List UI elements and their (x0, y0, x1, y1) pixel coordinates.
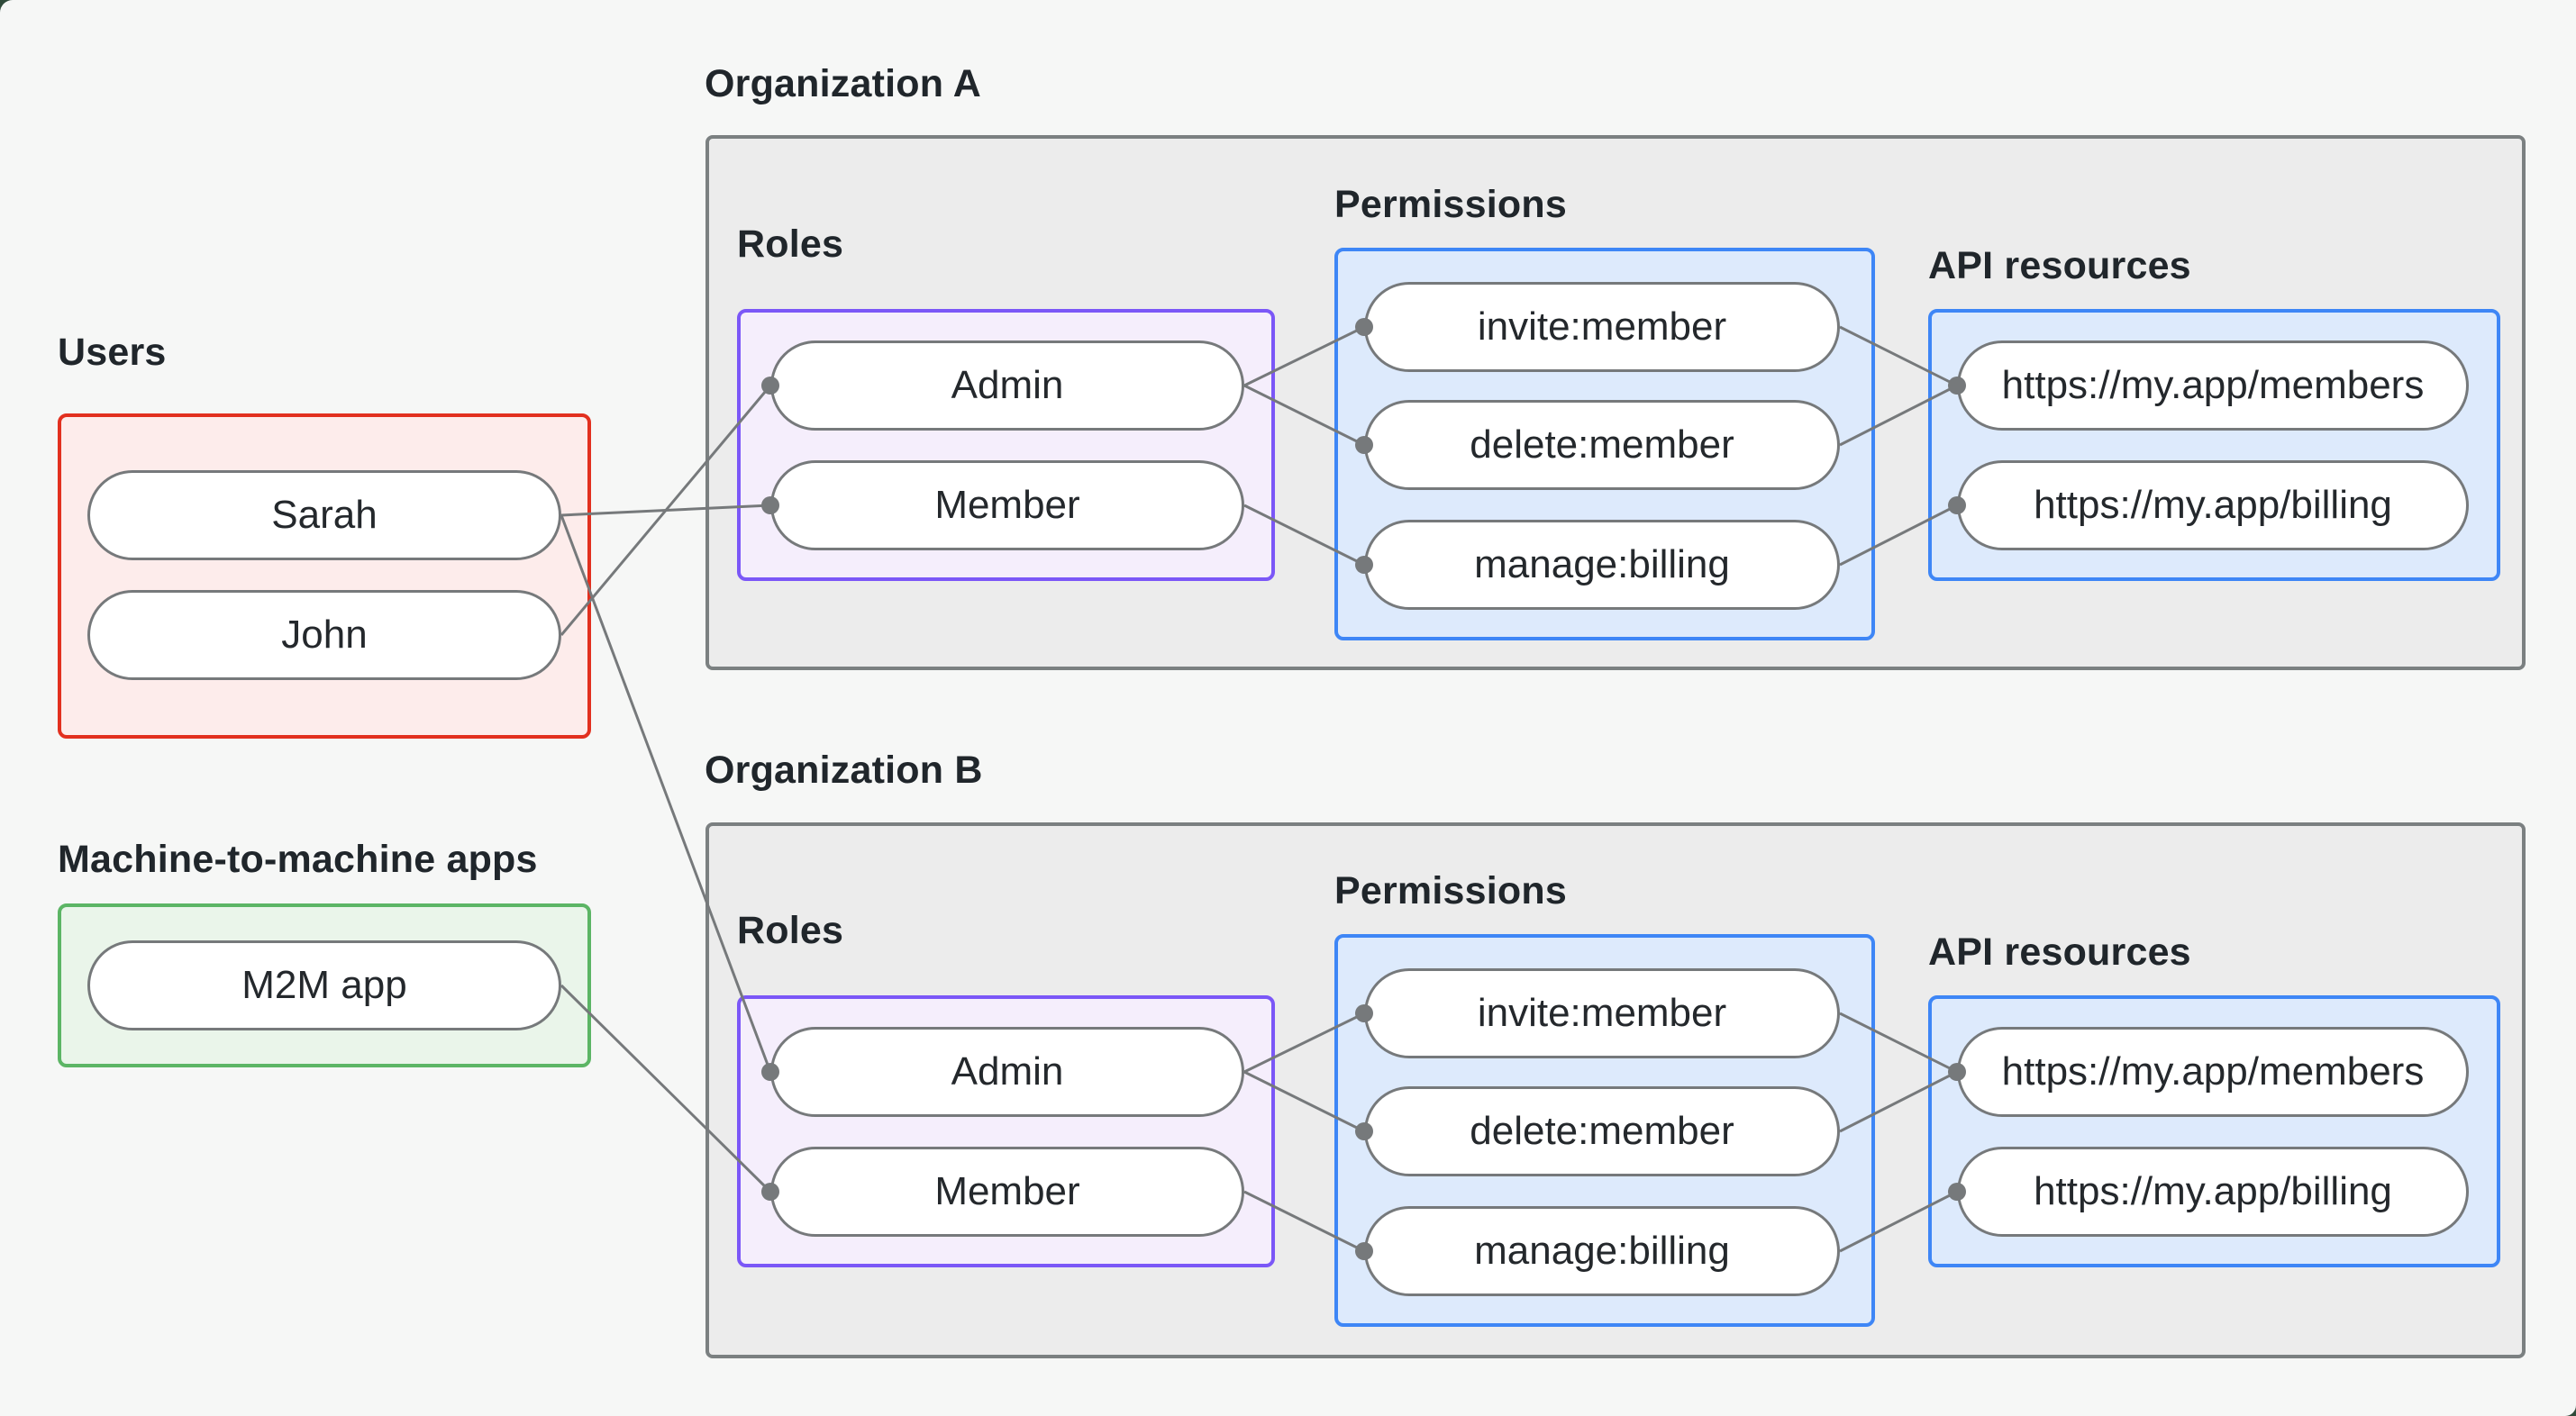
node-org-b-invite-member-label: invite:member (1477, 991, 1727, 1035)
node-org-a-invite-member-label: invite:member (1477, 304, 1727, 349)
node-org-b-member-label: Member (934, 1169, 1080, 1213)
node-org-a-delete-member-label: delete:member (1470, 422, 1734, 467)
node-john: John (87, 590, 561, 680)
org-a-title: Organization A (705, 62, 981, 105)
node-org-a-manage-billing-label: manage:billing (1474, 542, 1730, 586)
node-org-b-delete-member: delete:member (1364, 1086, 1840, 1176)
org-a-permissions-label: Permissions (1334, 183, 1567, 226)
node-org-b-members-resource: https://my.app/members (1957, 1027, 2469, 1117)
users-group-label: Users (58, 331, 167, 374)
org-a-api-label: API resources (1928, 244, 2191, 287)
node-org-b-manage-billing: manage:billing (1364, 1206, 1840, 1296)
node-org-a-manage-billing: manage:billing (1364, 520, 1840, 610)
node-org-a-members-resource-label: https://my.app/members (2001, 363, 2425, 407)
node-org-a-member-label: Member (934, 483, 1080, 527)
org-b-permissions-label: Permissions (1334, 869, 1567, 912)
node-org-b-manage-billing-label: manage:billing (1474, 1229, 1730, 1273)
node-org-b-admin-label: Admin (951, 1049, 1064, 1094)
node-org-b-member: Member (770, 1147, 1244, 1237)
node-org-b-delete-member-label: delete:member (1470, 1109, 1734, 1153)
node-org-b-billing-resource-label: https://my.app/billing (2034, 1169, 2392, 1213)
node-sarah: Sarah (87, 470, 561, 560)
org-b-roles-label: Roles (737, 909, 844, 952)
node-org-a-members-resource: https://my.app/members (1957, 340, 2469, 431)
node-john-label: John (281, 613, 368, 657)
org-b-title: Organization B (705, 749, 983, 792)
node-org-a-admin: Admin (770, 340, 1244, 431)
users-group-box (58, 413, 591, 739)
node-org-a-member: Member (770, 460, 1244, 550)
node-org-b-admin: Admin (770, 1027, 1244, 1117)
node-org-a-admin-label: Admin (951, 363, 1064, 407)
org-a-roles-label: Roles (737, 222, 844, 266)
node-org-a-delete-member: delete:member (1364, 400, 1840, 490)
node-m2m-app: M2M app (87, 940, 561, 1030)
node-org-a-invite-member: invite:member (1364, 282, 1840, 372)
node-org-a-billing-resource-label: https://my.app/billing (2034, 483, 2392, 527)
node-org-b-invite-member: invite:member (1364, 968, 1840, 1058)
node-m2m-app-label: M2M app (241, 963, 407, 1007)
org-b-api-label: API resources (1928, 930, 2191, 974)
node-sarah-label: Sarah (271, 493, 378, 537)
m2m-group-label: Machine-to-machine apps (58, 838, 538, 881)
node-org-a-billing-resource: https://my.app/billing (1957, 460, 2469, 550)
node-org-b-members-resource-label: https://my.app/members (2001, 1049, 2425, 1094)
node-org-b-billing-resource: https://my.app/billing (1957, 1147, 2469, 1237)
